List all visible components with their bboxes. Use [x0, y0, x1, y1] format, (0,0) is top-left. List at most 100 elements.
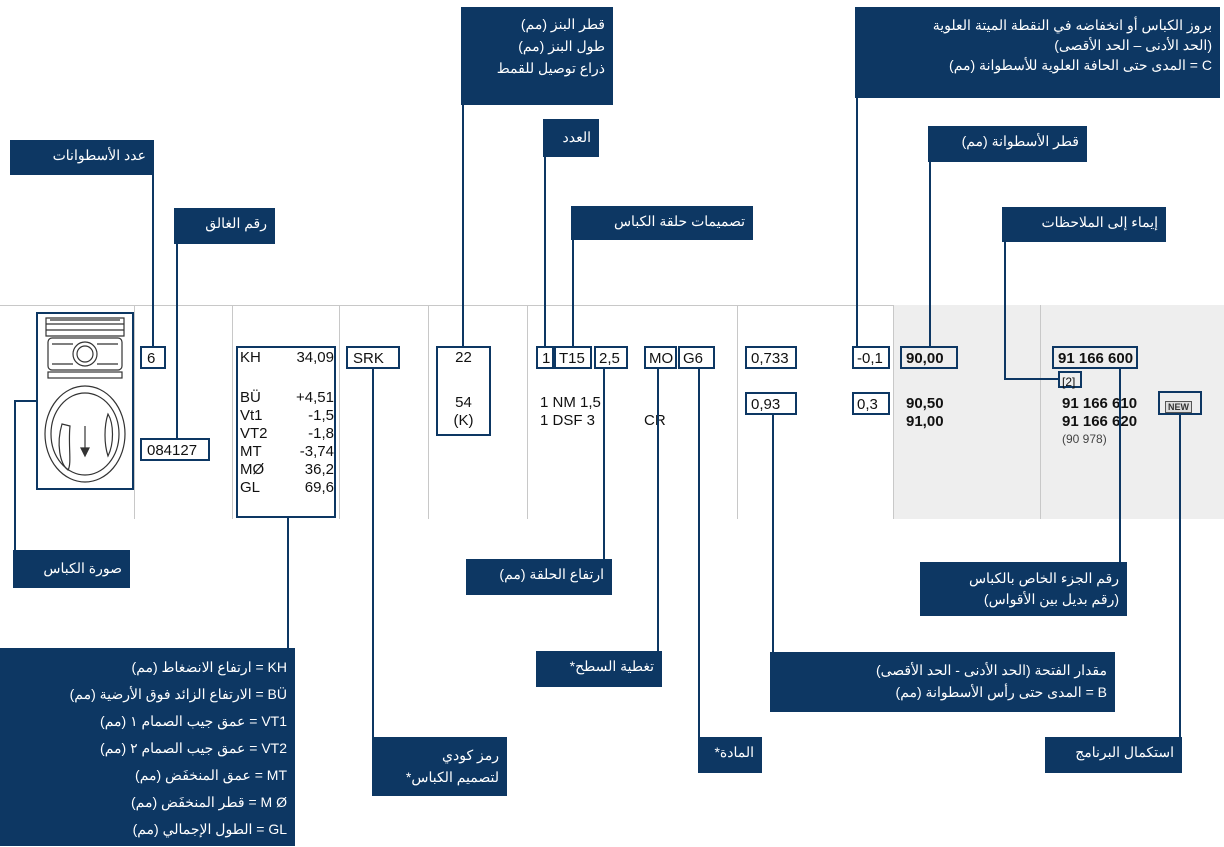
- label-code: رمز كودي لتصميم الكباس*: [372, 737, 507, 796]
- diameter-nominal-value: 90,00: [900, 346, 958, 369]
- column-divider: [134, 305, 135, 519]
- label-code-line: رمز كودي: [442, 747, 499, 763]
- dimension-row: VT2 -1,8: [240, 425, 334, 443]
- leader-line: [152, 175, 154, 347]
- ring-height-value: 2,5: [594, 346, 628, 369]
- dimension-key: MØ: [240, 461, 265, 478]
- pin-diameter-value: 22: [455, 349, 472, 366]
- label-clearance-line: مقدار الفتحة (الحد الأدنى - الحد الأقصى): [875, 662, 1107, 678]
- label-closure-number: رقم الغالق: [174, 208, 275, 244]
- surface-value: MO: [644, 346, 677, 369]
- clearance-min-value: 0,733: [745, 346, 797, 369]
- label-pin-conrod: ذراع توصيل للقمط: [496, 60, 605, 76]
- dimension-row: Vt1 -1,5: [240, 407, 334, 425]
- dimension-row: GL 69,6: [240, 479, 334, 497]
- leader-line: [698, 369, 700, 737]
- piston-drawing: [44, 317, 126, 483]
- cylinders-value: 6: [140, 346, 166, 369]
- leader-line: [1119, 369, 1121, 562]
- legend-kh: KH = ارتفاع الانضغاط (مم): [131, 659, 287, 675]
- ring-count-value: 1: [536, 346, 554, 369]
- dimension-value: -1,8: [308, 425, 334, 442]
- leader-line: [572, 240, 574, 347]
- leader-line: [929, 162, 931, 347]
- leader-line: [772, 415, 774, 652]
- dimension-row: BÜ +4,51: [240, 389, 334, 407]
- label-protrusion-line: بروز الكباس أو انخفاضه في النقطة الميتة …: [932, 17, 1212, 33]
- closure-number-value: 084127: [140, 438, 210, 461]
- legend-md: M Ø = قطر المنخفَض (مم): [131, 794, 287, 810]
- label-code-line: لتصميم الكباس*: [405, 769, 499, 785]
- diameter-oversize-value: 90,50: [906, 395, 944, 412]
- dimension-value: -1,5: [308, 407, 334, 424]
- pin-length-value: 54: [455, 394, 472, 411]
- part-column-shade: [1041, 305, 1224, 519]
- dimension-key: Vt1: [240, 407, 263, 424]
- label-part-number-line: رقم الجزء الخاص بالكباس: [968, 570, 1119, 586]
- part-number-value: 91 166 600: [1052, 346, 1138, 369]
- dimension-value: +4,51: [296, 389, 334, 406]
- dimension-key: MT: [240, 443, 262, 460]
- label-pin-length: طول البنز (مم): [518, 38, 605, 54]
- leader-line: [372, 369, 374, 737]
- label-part-number-line: (رقم بديل بين الأقواس): [983, 591, 1119, 607]
- dimension-key: BÜ: [240, 389, 261, 406]
- ring3-value: 1 DSF 3: [540, 412, 596, 429]
- dimension-row: MT -3,74: [240, 443, 334, 461]
- ring2-value: 1 NM 1,5: [540, 394, 601, 411]
- dimension-value: -3,74: [299, 443, 334, 460]
- label-surface: تغطية السطح*: [536, 651, 662, 687]
- ring3-surface-value: CR: [644, 412, 666, 429]
- leader-line: [176, 244, 178, 440]
- dimension-value: 69,6: [304, 479, 334, 496]
- pin-conrod-value: (K): [453, 412, 474, 429]
- label-program: استكمال البرنامج: [1045, 737, 1182, 773]
- column-divider: [1040, 305, 1041, 519]
- column-divider: [339, 305, 340, 519]
- leader-line: [856, 98, 858, 347]
- dimension-key: GL: [240, 479, 261, 496]
- column-divider: [737, 305, 738, 519]
- diameter-oversize-value: 91,00: [906, 413, 944, 430]
- piston-image: [36, 312, 134, 490]
- legend-vt1: VT1 = عمق جيب الصمام ١ (مم): [100, 713, 287, 729]
- dimension-value: 34,09: [296, 349, 334, 366]
- leader-line: [462, 105, 464, 347]
- label-part-number: رقم الجزء الخاص بالكباس (رقم بديل بين ال…: [920, 562, 1127, 616]
- pin-box: [436, 346, 491, 436]
- dimension-key: VT2: [240, 425, 268, 442]
- column-divider: [428, 305, 429, 519]
- label-ring-height: ارتفاع الحلقة (مم): [466, 559, 612, 595]
- leader-line: [287, 518, 289, 648]
- label-protrusion: بروز الكباس أو انخفاضه في النقطة الميتة …: [855, 7, 1220, 98]
- label-pin-diameter: قطر البنز (مم): [520, 16, 605, 32]
- clearance-max-value: 0,93: [745, 392, 797, 415]
- note-reference-value: [2]: [1058, 371, 1082, 389]
- protrusion-max-value: 0,3: [852, 392, 890, 415]
- column-divider: [232, 305, 233, 519]
- label-piston-image: صورة الكباس: [13, 550, 130, 588]
- alternate-part-value: (90 978): [1062, 432, 1107, 446]
- dimension-row: KH 34,09: [240, 349, 334, 367]
- dimension-key: KH: [240, 349, 261, 366]
- legend-mt: MT = عمق المنخفَض (مم): [135, 767, 287, 783]
- leader-line: [1004, 242, 1006, 380]
- label-dimensions-legend: KH = ارتفاع الانضغاط (مم) BÜ = الارتفاع …: [0, 648, 295, 846]
- label-material: المادة*: [698, 737, 762, 773]
- part-number-value: 91 166 610: [1062, 395, 1138, 412]
- part-number-value: 91 166 620: [1062, 413, 1138, 430]
- leader-line: [1004, 378, 1058, 380]
- ring-type-value: T15: [554, 346, 592, 369]
- new-badge-box: NEW: [1158, 391, 1202, 415]
- label-cylinder-diameter: قطر الأسطوانة (مم): [928, 126, 1087, 162]
- label-clearance: مقدار الفتحة (الحد الأدنى - الحد الأقصى)…: [770, 652, 1115, 712]
- label-protrusion-line: C = المدى حتى الحافة العلوية للأسطوانة (…: [949, 57, 1212, 73]
- label-count: العدد: [543, 119, 599, 157]
- label-cylinders: عدد الأسطوانات: [10, 140, 154, 175]
- legend-vt2: VT2 = عمق جيب الصمام ٢ (مم): [100, 740, 287, 756]
- label-ring-designs: تصميمات حلقة الكباس: [571, 206, 753, 240]
- label-clearance-line: B = المدى حتى رأس الأسطوانة (مم): [895, 684, 1107, 700]
- label-notes-reference: إيماء إلى الملاحظات: [1002, 207, 1166, 242]
